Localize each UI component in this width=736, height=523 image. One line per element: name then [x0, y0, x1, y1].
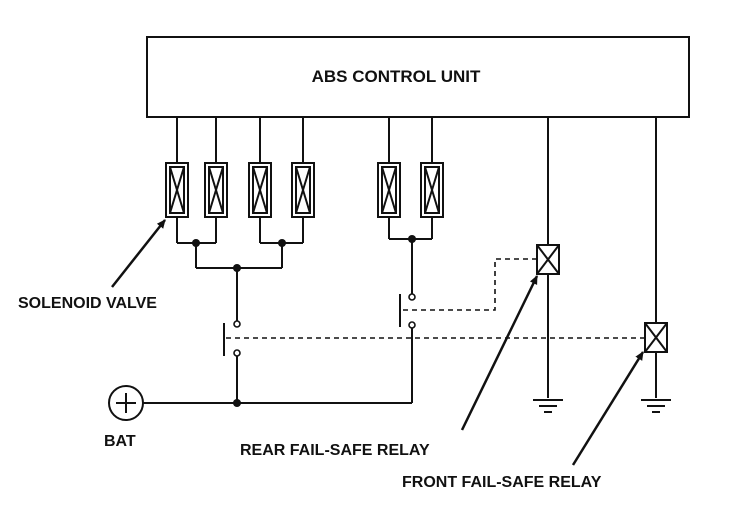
ground-symbol-front — [641, 399, 671, 413]
front-relay-switch — [223, 323, 238, 403]
front-fail-safe-relay-coil — [644, 322, 668, 353]
rear-relay-arrow — [460, 275, 539, 431]
solenoid-valve-4 — [291, 162, 315, 218]
battery-symbol — [108, 385, 144, 421]
solenoid-valve-2 — [204, 162, 228, 218]
bat-label: BAT — [104, 433, 136, 450]
rear-fail-safe-relay-coil — [536, 244, 560, 275]
solenoid-valve-1 — [165, 162, 189, 218]
solenoid-valve-label: SOLENOID VALVE — [18, 295, 157, 312]
front-fail-safe-relay-label: FRONT FAIL-SAFE RELAY — [402, 474, 602, 491]
control-unit-box — [146, 36, 690, 118]
relay-mechanical-links — [226, 258, 645, 339]
label-arrows — [111, 219, 645, 466]
solenoid-valve-3 — [248, 162, 272, 218]
rear-relay-switch — [399, 294, 413, 403]
control-unit-label: ABS CONTROL UNIT — [312, 67, 481, 86]
junction-dots — [192, 235, 416, 407]
front-relay-arrow — [571, 351, 645, 466]
rear-fail-safe-relay-label: REAR FAIL-SAFE RELAY — [240, 442, 430, 459]
solenoid-valve-arrow — [111, 219, 166, 288]
solenoid-valve-6 — [420, 162, 444, 218]
switch-terminals — [233, 293, 416, 357]
solenoid-leads — [176, 117, 433, 163]
rear-solenoid-wiring — [388, 217, 433, 294]
solenoid-valve-5 — [377, 162, 401, 218]
ground-symbol-rear — [533, 399, 563, 413]
abs-control-unit: ABS CONTROL UNIT — [146, 36, 690, 118]
